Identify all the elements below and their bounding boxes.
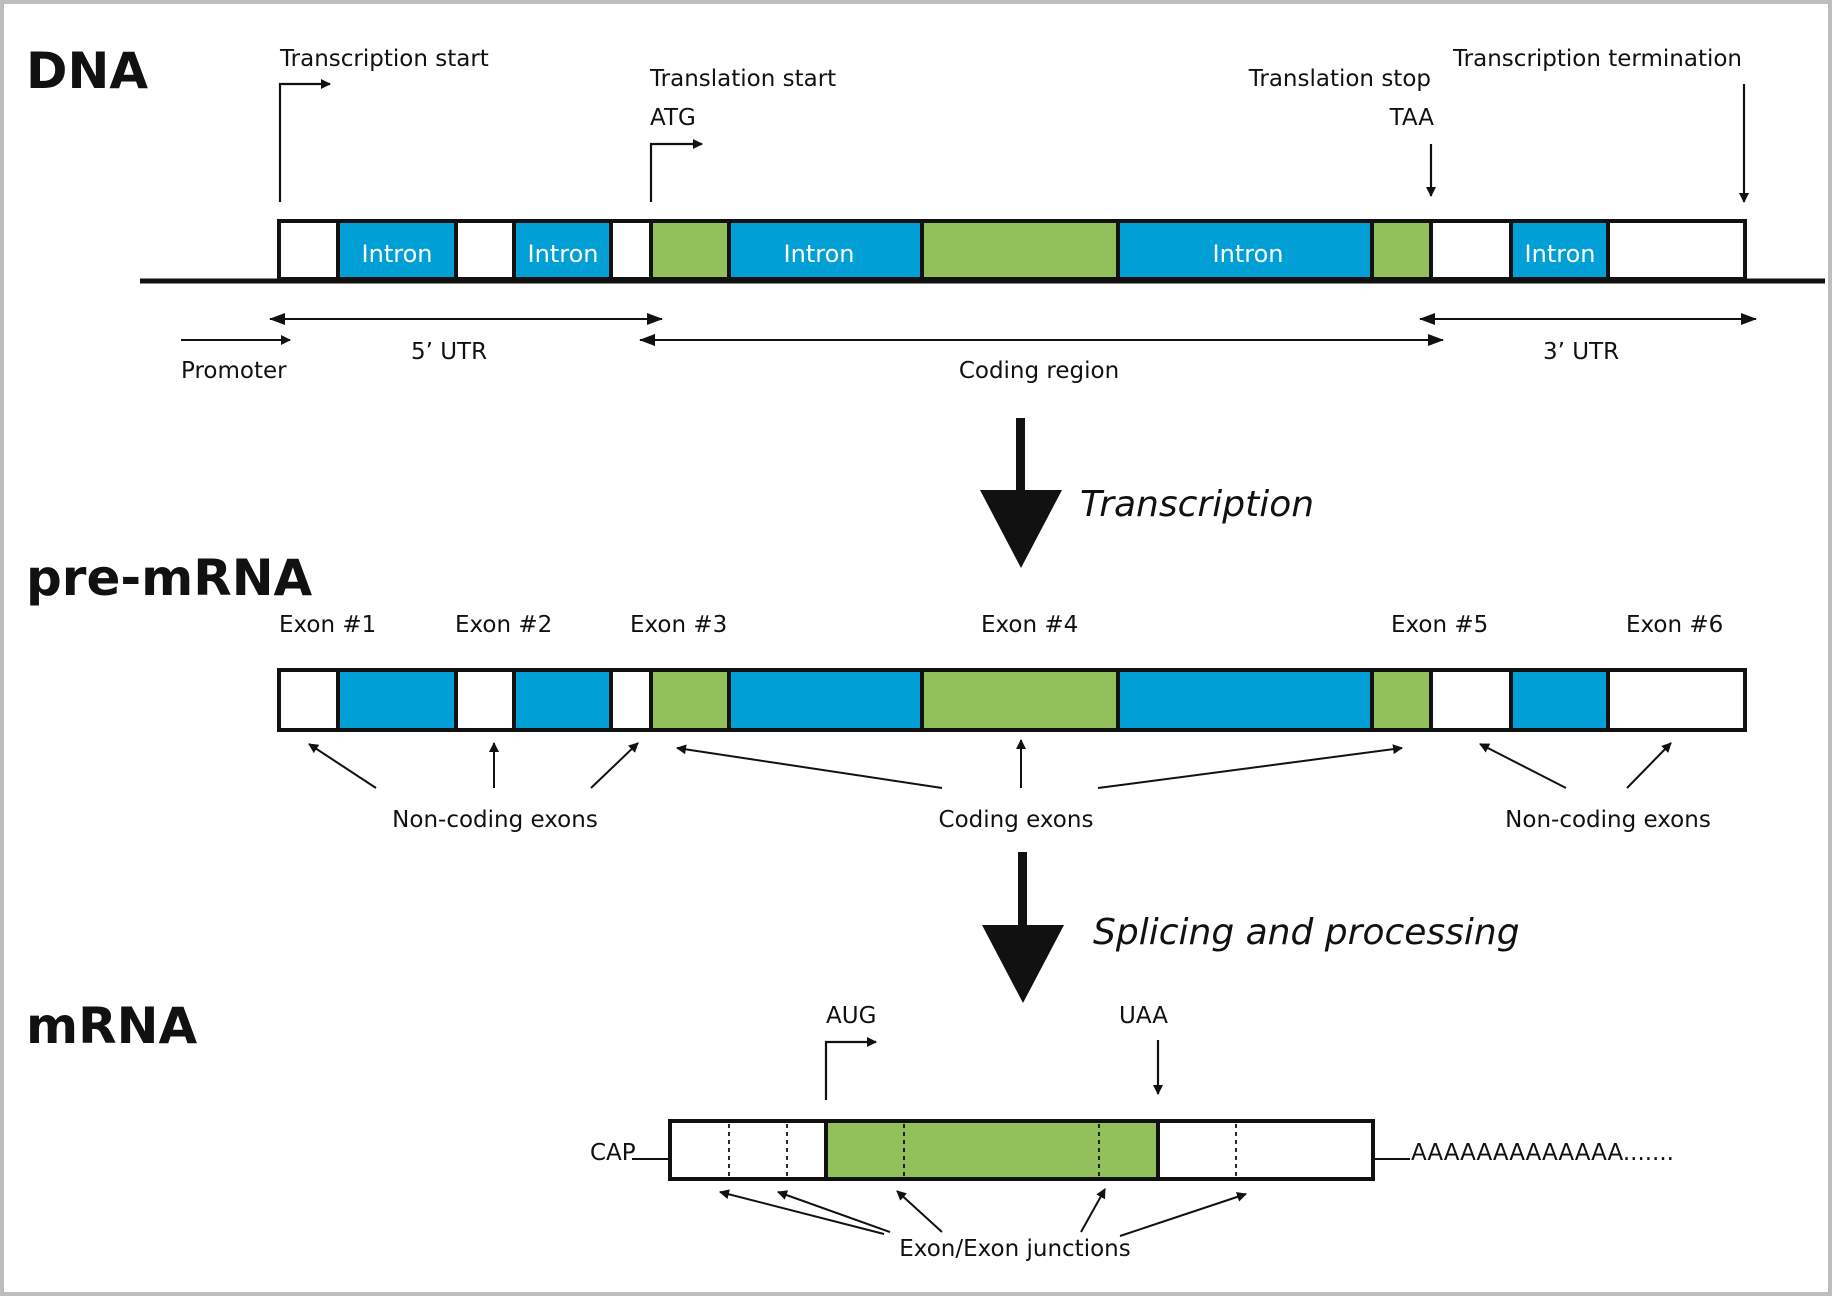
mrna-segment-coding xyxy=(824,1119,1160,1181)
translation-start-arrow-icon xyxy=(649,139,703,202)
transcription-step-arrow-icon xyxy=(980,418,1062,568)
pre-mrna-segment-intron xyxy=(1116,668,1374,732)
splicing-step-label: Splicing and processing xyxy=(1093,912,1520,953)
noncoding-exons-label-right: Non-coding exons xyxy=(1505,807,1711,833)
translation-start-label: Translation start xyxy=(649,66,836,92)
splicing-step-arrow-icon xyxy=(982,852,1064,1003)
taa-label: TAA xyxy=(1389,105,1435,131)
exon-label: Exon #6 xyxy=(1626,612,1723,638)
atg-label: ATG xyxy=(650,105,696,131)
pre-mrna-segment-intron xyxy=(336,668,458,732)
pre-mrna-segment-intron xyxy=(727,668,924,732)
dna-segment-utr xyxy=(454,219,516,281)
exon-label: Exon #3 xyxy=(630,612,727,638)
uaa-label: UAA xyxy=(1119,1003,1168,1029)
coding-region-label: Coding region xyxy=(959,358,1119,384)
translation-stop-label: Translation stop xyxy=(1248,66,1431,92)
intron-label: Intron xyxy=(1213,240,1284,268)
transcription-step-label: Transcription xyxy=(1080,484,1314,525)
dna-segment-coding xyxy=(1370,219,1433,281)
intron-label: Intron xyxy=(528,240,599,268)
noncoding-exon-pointers-left xyxy=(308,742,639,789)
pre-mrna-segment-noncoding-exon xyxy=(1606,668,1747,732)
dna-gene-bar: Intron Intron Intron Intron Intron xyxy=(277,219,1747,281)
dna-segment-utr xyxy=(277,219,340,281)
exon-label: Exon #4 xyxy=(981,612,1078,638)
pre-mrna-segment-noncoding-exon xyxy=(1429,668,1513,732)
exon-junctions-label: Exon/Exon junctions xyxy=(899,1236,1130,1262)
dna-segment-intron xyxy=(1509,219,1610,281)
pre-mrna-segment-coding-exon xyxy=(1370,668,1433,732)
intron-label: Intron xyxy=(362,240,433,268)
exon-label: Exon #5 xyxy=(1391,612,1488,638)
pre-mrna-segment-noncoding-exon xyxy=(454,668,516,732)
transcription-termination-label: Transcription termination xyxy=(1452,46,1742,72)
pre-mrna-segment-intron xyxy=(1509,668,1610,732)
pre-mrna-segment-intron xyxy=(512,668,613,732)
dna-segment-intron xyxy=(336,219,458,281)
mrna-segment-3utr xyxy=(1156,1119,1375,1181)
mrna-bar xyxy=(668,1119,1375,1181)
noncoding-exon-pointers-right xyxy=(1479,742,1672,789)
exon-label: Exon #1 xyxy=(279,612,376,638)
dna-segment-intron xyxy=(512,219,613,281)
cap-label: CAP xyxy=(590,1140,636,1166)
transcription-start-label: Transcription start xyxy=(279,46,489,72)
transcription-start-arrow-icon xyxy=(278,79,331,202)
utr5-label: 5’ UTR xyxy=(411,339,487,365)
noncoding-exons-label-left: Non-coding exons xyxy=(392,807,598,833)
exon-label: Exon #2 xyxy=(455,612,552,638)
pre-mrna-bar xyxy=(277,668,1747,732)
promoter-label: Promoter xyxy=(181,358,287,384)
dna-segment-intron xyxy=(727,219,924,281)
intron-label: Intron xyxy=(784,240,855,268)
coding-exon-pointers xyxy=(676,739,1403,789)
pre-mrna-segment-coding-exon xyxy=(920,668,1120,732)
dna-segment-coding xyxy=(920,219,1120,281)
intron-label: Intron xyxy=(1525,240,1596,268)
dna-segment-utr xyxy=(1606,219,1747,281)
dna-segment-coding xyxy=(649,219,731,281)
dna-segment-utr xyxy=(1429,219,1513,281)
coding-exons-label: Coding exons xyxy=(939,807,1094,833)
polya-tail-label: AAAAAAAAAAAAA....... xyxy=(1411,1140,1674,1166)
pre-mrna-title: pre-mRNA xyxy=(26,549,313,607)
mrna-title: mRNA xyxy=(26,997,197,1055)
pre-mrna-segment-coding-exon xyxy=(649,668,731,732)
dna-title: DNA xyxy=(26,42,148,100)
pre-mrna-segment-noncoding-exon xyxy=(609,668,653,732)
dna-segment-intron xyxy=(1116,219,1374,281)
aug-label: AUG xyxy=(826,1003,876,1029)
exon-junction-pointers xyxy=(719,1188,1247,1237)
mrna-segment-5utr xyxy=(668,1119,828,1181)
pre-mrna-segment-noncoding-exon xyxy=(277,668,340,732)
utr3-label: 3’ UTR xyxy=(1543,339,1619,365)
dna-segment-utr xyxy=(609,219,653,281)
aug-start-arrow-icon xyxy=(824,1037,877,1100)
